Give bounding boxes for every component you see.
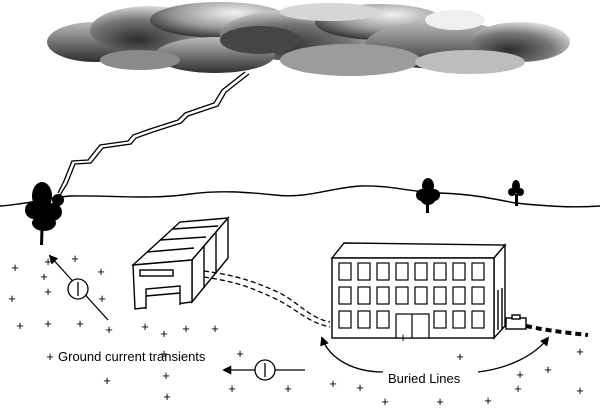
plus-icon: + <box>516 367 524 382</box>
plus-icon: + <box>8 291 16 306</box>
plus-icon: + <box>44 254 52 269</box>
plus-icon: + <box>160 326 168 341</box>
plus-icon: + <box>456 349 464 364</box>
plus-icon: + <box>71 251 79 266</box>
plus-icon: + <box>236 346 244 361</box>
tree-icon <box>416 178 440 213</box>
warehouse-building-icon <box>131 216 230 310</box>
plus-icon: + <box>40 269 48 284</box>
current-arrow-diagonal <box>48 254 109 321</box>
buried-lines-arrow-left <box>320 336 384 373</box>
plus-icon: + <box>11 260 19 275</box>
current-arrow-horizontal <box>222 359 305 381</box>
ground-current-label: Ground current transients <box>58 349 206 364</box>
tree-icon <box>25 182 64 245</box>
plus-icon: + <box>284 381 292 396</box>
horizon-line <box>0 185 600 208</box>
plus-icon: + <box>356 380 364 395</box>
plus-icon: + <box>141 319 149 334</box>
storm-cloud-icon <box>47 2 570 76</box>
plus-icon: + <box>105 322 113 337</box>
plus-icon: + <box>163 389 171 404</box>
plus-icon: + <box>103 373 111 388</box>
plus-icon: + <box>46 349 54 364</box>
plus-icon: + <box>44 316 52 331</box>
buried-lines-arrow-right <box>477 336 550 373</box>
plus-icon: + <box>576 344 584 359</box>
plus-icon: + <box>544 362 552 377</box>
plus-icon: + <box>436 394 444 409</box>
lightning-bolt-icon <box>57 71 250 196</box>
plus-icon: + <box>44 284 52 299</box>
tree-icon <box>508 180 524 206</box>
plus-icon: + <box>160 346 168 361</box>
office-building-icon <box>330 242 527 340</box>
plus-icon: + <box>97 264 105 279</box>
plus-icon: + <box>399 330 407 345</box>
buried-line-left <box>203 270 331 328</box>
plus-icon: + <box>514 381 522 396</box>
buried-lines-label: Buried Lines <box>388 371 461 386</box>
plus-icon: + <box>211 321 219 336</box>
plus-icon: + <box>162 368 170 383</box>
plus-icon: + <box>98 291 106 306</box>
plus-icon: + <box>228 381 236 396</box>
plus-icon: + <box>16 318 24 333</box>
plus-icon: + <box>182 321 190 336</box>
plus-icon: + <box>329 376 337 391</box>
plus-icon: + <box>381 394 389 409</box>
plus-icon: + <box>484 393 492 408</box>
ground-charges: + + + + + + + + + + + + + + + + + + + + … <box>8 251 584 409</box>
buried-line-right <box>525 324 589 337</box>
plus-icon: + <box>576 383 584 398</box>
plus-icon: + <box>76 316 84 331</box>
